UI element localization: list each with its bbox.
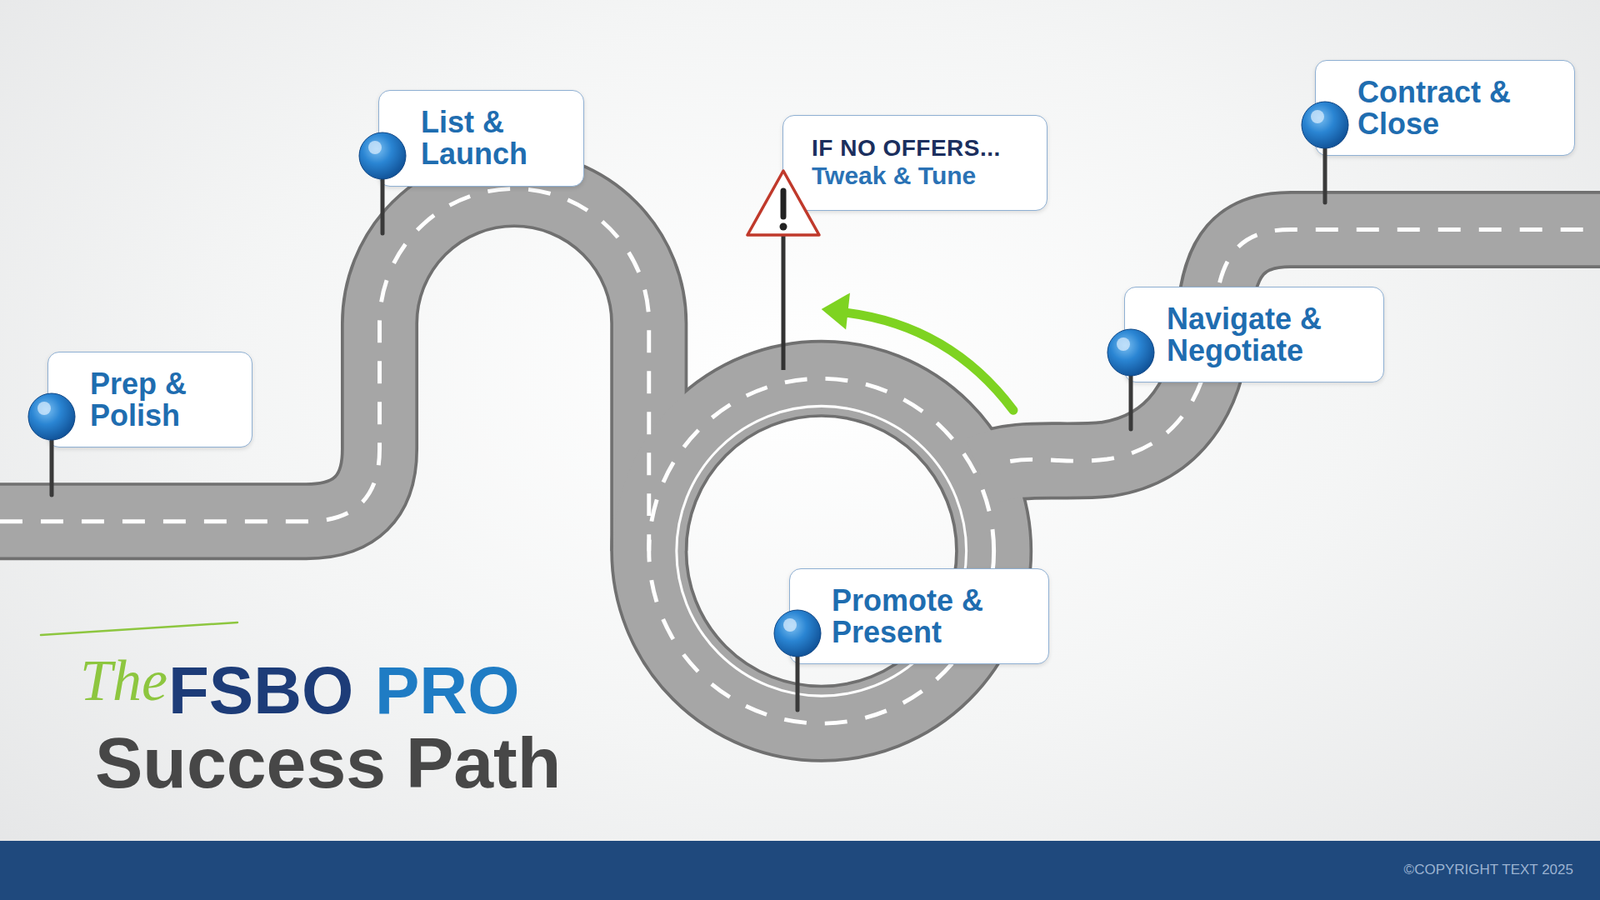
milestone-title: Promote & Present — [831, 585, 1032, 649]
map-pin — [790, 569, 791, 570]
road — [0, 189, 1600, 725]
pin-head — [359, 132, 406, 180]
warning-triangle — [747, 170, 820, 235]
milestone-subtitle: Tweak & Tune — [811, 161, 976, 191]
brand-word: FSBO — [168, 657, 354, 725]
map-pin — [48, 352, 50, 354]
milestone-box: IF NO OFFERS...Tweak & Tune — [782, 115, 1048, 211]
pin-highlight — [37, 401, 51, 415]
milestone-title: List & Launch — [420, 106, 563, 170]
milestone-box: List & Launch — [378, 90, 585, 187]
footer-bar — [0, 840, 1600, 900]
script-word: The — [80, 651, 168, 710]
milestone-title: Prep & Polish — [90, 368, 232, 432]
exclamation-bar — [780, 190, 787, 217]
milestone-box: Prep & Polish — [47, 351, 253, 448]
warning-sign — [783, 115, 785, 117]
map-pin — [379, 90, 380, 92]
exclamation-dot — [780, 223, 788, 231]
pin-highlight — [1116, 337, 1130, 351]
loop-arrow — [821, 292, 1014, 410]
pin-head — [1301, 101, 1349, 149]
milestone-title: Contract & Close — [1357, 76, 1558, 140]
brand-word: PRO — [375, 657, 520, 725]
milestone-title: IF NO OFFERS... — [811, 135, 1001, 162]
milestone-title: Navigate & Negotiate — [1166, 303, 1367, 367]
diagram-title: Success Path — [95, 726, 561, 799]
pin-head — [774, 610, 821, 657]
pin-highlight — [1310, 110, 1325, 124]
milestone-box: Promote & Present — [789, 568, 1050, 665]
pin-highlight — [783, 618, 797, 632]
milestone-box: Navigate & Negotiate — [1124, 286, 1385, 383]
milestone-box: Contract & Close — [1315, 60, 1575, 156]
sign-pole — [781, 235, 786, 370]
script-stroke — [40, 622, 238, 635]
pin-head — [28, 393, 75, 440]
map-pin — [1125, 287, 1126, 289]
pin-highlight — [368, 140, 382, 155]
pin-head — [1107, 329, 1155, 376]
copyright-note: ©COPYRIGHT TEXT 2025 — [1404, 862, 1574, 877]
map-pin — [1315, 60, 1317, 62]
